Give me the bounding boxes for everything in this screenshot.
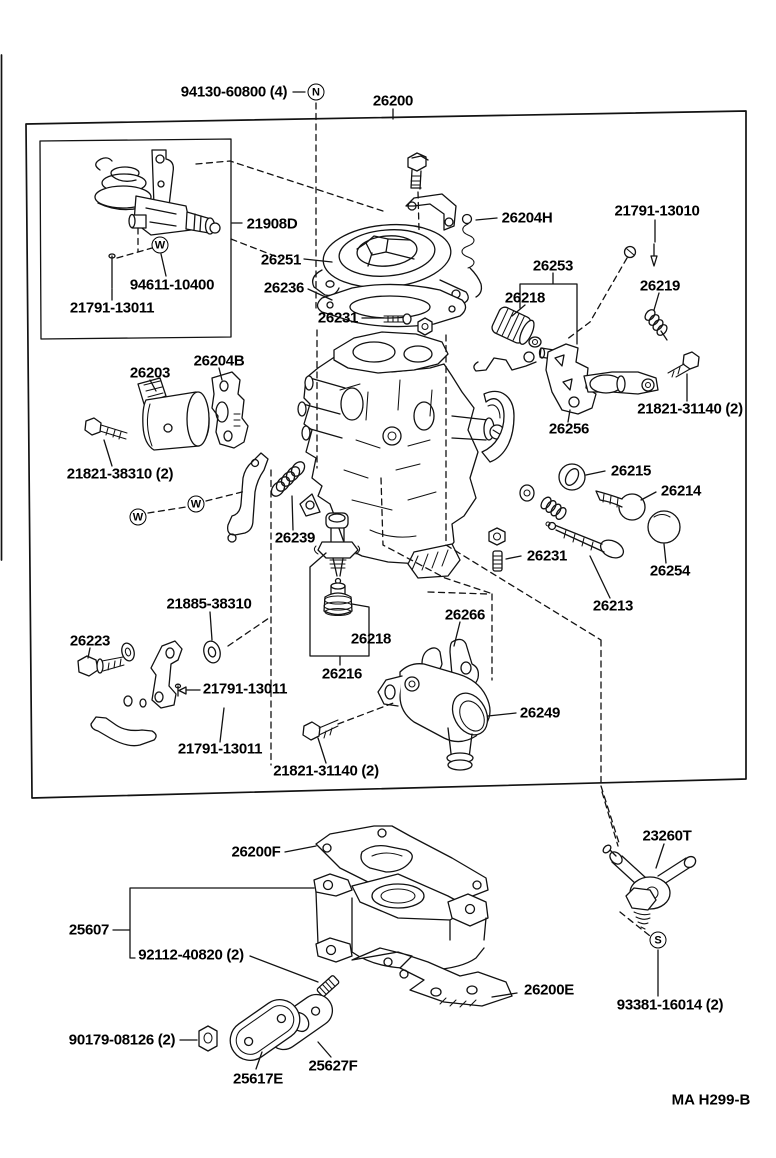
part-label-26204B: 26204B bbox=[193, 352, 245, 370]
part-label-21791-13011: 21791-13011 bbox=[177, 740, 263, 758]
part-label-26236: 26236 bbox=[263, 279, 305, 297]
part-label-94611-10400: 94611-10400 bbox=[129, 276, 215, 294]
part-label-92112-40820-2-: 92112-40820 (2) bbox=[138, 946, 244, 964]
bracket-26253-drawing bbox=[473, 243, 700, 415]
part-label-26249: 26249 bbox=[519, 704, 561, 722]
part-label-26216: 26216 bbox=[321, 665, 363, 683]
lever-bracket-spring-drawing bbox=[227, 452, 306, 543]
part-label-25627F: 25627F bbox=[308, 1057, 358, 1075]
linkage-26223-drawing bbox=[77, 640, 221, 747]
screw-26231-upper-drawing bbox=[383, 313, 433, 336]
part-label-21821-38310-2-: 21821-38310 (2) bbox=[66, 465, 174, 483]
jets-and-screws-drawing bbox=[488, 463, 681, 572]
part-label-21791-13011: 21791-13011 bbox=[202, 680, 288, 698]
circled-letter-W: W bbox=[129, 508, 147, 526]
main-border-box bbox=[25, 110, 747, 799]
part-label-26251: 26251 bbox=[260, 251, 302, 269]
part-label-26204H: 26204H bbox=[501, 209, 553, 227]
circled-letter-W: W bbox=[151, 236, 169, 254]
needle-valve-26216-drawing bbox=[313, 512, 361, 617]
cover-plate-drawing bbox=[198, 993, 334, 1061]
part-label-90179-08126-2-: 90179-08126 (2) bbox=[68, 1031, 176, 1049]
part-label-26239: 26239 bbox=[274, 529, 316, 547]
part-label-23260T: 23260T bbox=[642, 827, 692, 845]
part-label-26231: 26231 bbox=[317, 309, 359, 327]
part-label-26254: 26254 bbox=[649, 562, 691, 580]
circled-letter-W: W bbox=[187, 495, 205, 513]
part-label-26200F: 26200F bbox=[231, 843, 281, 861]
part-label-26256: 26256 bbox=[548, 420, 590, 438]
circled-letter-N: N bbox=[307, 83, 325, 101]
part-label-25617E: 25617E bbox=[233, 1070, 283, 1088]
part-label-26218: 26218 bbox=[350, 630, 392, 648]
part-label-26266: 26266 bbox=[444, 606, 486, 624]
part-label-25607: 25607 bbox=[68, 921, 110, 939]
part-label-21821-31140-2-: 21821-31140 (2) bbox=[273, 762, 379, 780]
part-label-93381-16014-2-: 93381-16014 (2) bbox=[616, 996, 724, 1014]
part-label-26213: 26213 bbox=[592, 597, 634, 615]
part-label-21791-13011: 21791-13011 bbox=[69, 299, 155, 317]
water-housing-26249-drawing bbox=[302, 638, 491, 771]
bvsv-23260T-drawing bbox=[602, 844, 697, 930]
part-label-26215: 26215 bbox=[610, 462, 652, 480]
part-label-26214: 26214 bbox=[660, 482, 702, 500]
inset-box bbox=[39, 138, 232, 340]
part-label-26203: 26203 bbox=[129, 364, 171, 382]
figure-code: MA H299-B bbox=[671, 1091, 751, 1109]
part-label-26218: 26218 bbox=[504, 289, 546, 307]
fuel-pump-assembly-drawing bbox=[94, 149, 221, 289]
circled-letter-S: S bbox=[649, 931, 667, 949]
air-horn-drawing bbox=[311, 223, 469, 328]
part-label-21821-31140-2-: 21821-31140 (2) bbox=[637, 400, 743, 418]
part-label-26253: 26253 bbox=[532, 257, 574, 275]
carburetor-body-drawing bbox=[297, 331, 515, 579]
part-label-21885-38310: 21885-38310 bbox=[166, 595, 252, 613]
solenoid-26203-drawing bbox=[84, 371, 249, 451]
part-label-26231: 26231 bbox=[526, 547, 568, 565]
part-label-21908D: 21908D bbox=[246, 215, 298, 233]
part-label-26200: 26200 bbox=[372, 92, 414, 110]
part-label-26200E: 26200E bbox=[524, 981, 574, 999]
part-label-21791-13010: 21791-13010 bbox=[614, 202, 700, 220]
dashed-lines bbox=[116, 102, 651, 937]
part-label-26223: 26223 bbox=[69, 632, 111, 650]
leader-lines bbox=[87, 91, 688, 1070]
part-label-26219: 26219 bbox=[639, 277, 681, 295]
part-label-94130-60800-4-: 94130-60800 (4) bbox=[180, 83, 288, 101]
manifold-stack-drawing bbox=[313, 825, 513, 1008]
